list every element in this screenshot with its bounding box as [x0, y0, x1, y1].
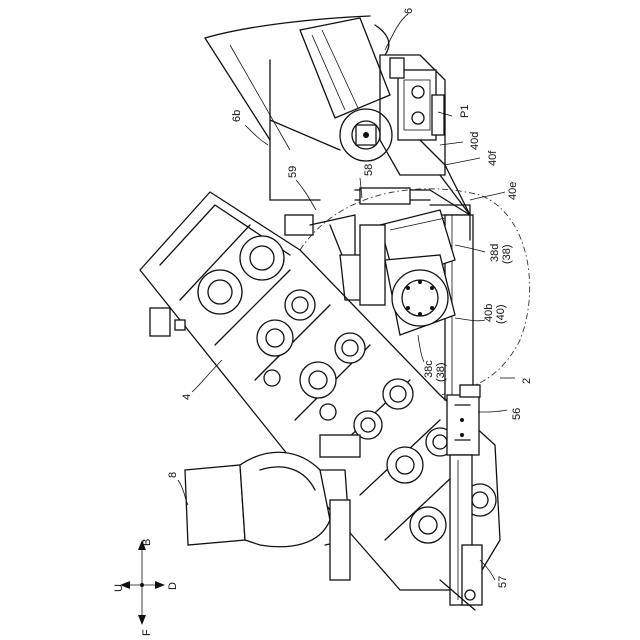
- bracket-56: [447, 385, 480, 455]
- direction-compass: [120, 540, 165, 625]
- compass-up: U: [113, 584, 125, 592]
- label-38c-paren: (38): [435, 362, 447, 382]
- label-40d: 40d: [469, 132, 481, 150]
- label-p1: P1: [459, 105, 471, 118]
- label-2: 2: [521, 378, 533, 384]
- label-57: 57: [497, 576, 509, 588]
- label-6: 6: [403, 8, 415, 14]
- seat-frame-member: [300, 18, 390, 118]
- label-38d: 38d: [489, 244, 501, 262]
- label-40b-paren: (40): [495, 304, 507, 324]
- compass-front: F: [141, 629, 153, 636]
- rail-57: [440, 455, 482, 610]
- label-38c: 38c: [423, 360, 435, 378]
- label-40f: 40f: [487, 150, 499, 166]
- label-4: 4: [181, 394, 193, 400]
- pivot-hub: [340, 109, 392, 161]
- compass-down: D: [167, 582, 179, 590]
- label-40e: 40e: [507, 182, 519, 200]
- compass-labels: B U D F: [113, 539, 179, 636]
- label-6b: 6b: [231, 110, 243, 122]
- label-40b: 40b: [483, 304, 495, 322]
- label-59: 59: [287, 166, 299, 178]
- actuator-8: [185, 452, 350, 580]
- label-8: 8: [167, 472, 179, 478]
- label-56: 56: [511, 408, 523, 420]
- label-38d-paren: (38): [501, 244, 513, 264]
- compass-back: B: [141, 539, 153, 546]
- label-58: 58: [363, 164, 375, 176]
